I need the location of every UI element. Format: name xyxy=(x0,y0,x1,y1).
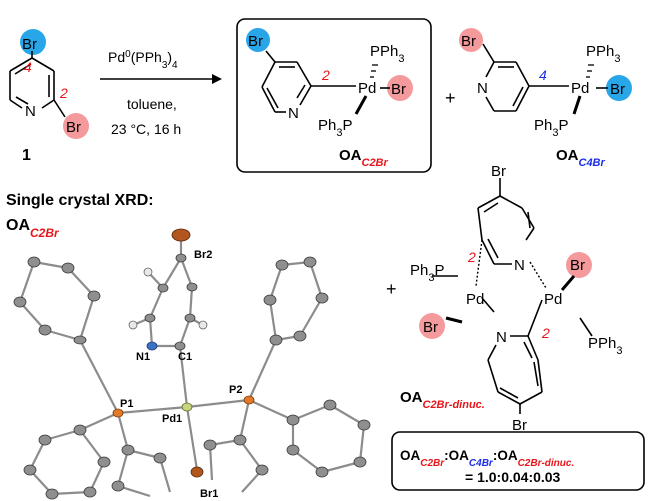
product-c4-n: N xyxy=(477,80,488,97)
product-c4-br-ring-highlight xyxy=(459,28,483,52)
product-c2-pph3-top: PPh3 xyxy=(370,43,404,65)
solvent-label: toluene, xyxy=(127,96,177,112)
carbon-ellipsoids xyxy=(13,253,371,500)
product-c4-label: OAC4Br xyxy=(556,147,606,169)
dinuc-n-bottom: N xyxy=(496,329,507,346)
crystal-structure: Br2 N1 C1 P1 P2 Pd1 Br1 xyxy=(13,228,371,500)
dinuc-pph3: PPh3 xyxy=(588,335,622,357)
product-c4-bonds xyxy=(482,43,608,115)
product-c2-pph3-bottom: Ph3P xyxy=(318,117,353,139)
dinuc-br-pd-highlight-right xyxy=(566,252,592,278)
dinuc-locant-top: 2 xyxy=(467,249,476,265)
xrd-label: OAC2Br xyxy=(6,217,60,240)
product-c2-label: OAC2Br xyxy=(339,147,389,169)
product-c4-pph3-top: PPh3 xyxy=(586,43,620,65)
dinuc-bonds xyxy=(432,178,593,414)
hydrogen-atoms xyxy=(128,267,208,330)
product-c2-pd: Pd xyxy=(358,80,376,97)
plus-sign-2: + xyxy=(386,279,397,299)
dinuc-br-top: Br xyxy=(491,163,506,180)
c1-atom xyxy=(174,341,186,351)
atom-label-p2: P2 xyxy=(229,384,242,396)
xrd-heading: Single crystal XRD: xyxy=(6,192,154,209)
atom-label-br1: Br1 xyxy=(200,488,218,500)
atom-label-pd1: Pd1 xyxy=(162,413,182,425)
product-c4-pd: Pd xyxy=(571,80,589,97)
br1-atom xyxy=(190,466,204,478)
product-c4-br-pd-highlight xyxy=(606,75,632,101)
reaction-arrow-group: Pd0(PPh3)4 toluene, 23 °C, 16 h xyxy=(100,49,222,137)
arrow-head xyxy=(212,74,222,84)
dinuc-pd-right: Pd xyxy=(544,291,562,308)
atom-label-br2: Br2 xyxy=(194,249,212,261)
product-c2-br-pd-highlight xyxy=(387,75,413,101)
product-c4-pph3-bottom: Ph3P xyxy=(534,117,569,139)
crystal-bonds xyxy=(18,238,366,498)
p2-atom xyxy=(243,395,255,405)
ratio-value: = 1.0:0.04:0.03 xyxy=(465,469,561,485)
dinuc-n-top: N xyxy=(514,257,525,274)
dinuclear-structure: Br N 2 Pd Pd Ph3P Br Br N 2 PPh3 Br OAC2… xyxy=(400,163,622,434)
product-c2-n: N xyxy=(288,105,299,122)
product-c4-hash-bond xyxy=(586,64,594,78)
dinuc-br-bottom: Br xyxy=(512,417,527,434)
reactant-structure: Br 4 2 N Br 1 xyxy=(9,29,89,164)
reactant-n: N xyxy=(25,103,36,120)
reactant-locant-2: 2 xyxy=(59,85,68,101)
c2-br-highlight xyxy=(63,113,89,139)
dinuc-locant-bottom: 2 xyxy=(541,325,550,341)
p1-atom xyxy=(112,408,124,418)
n1-atom xyxy=(146,341,158,351)
dinuc-dashed-bonds xyxy=(475,239,547,289)
dinuc-ph3p: Ph3P xyxy=(410,262,445,284)
product-c4-br-ring: Br xyxy=(461,33,476,50)
ratio-box: OAC2Br:OAC4Br:OAC2Br-dinuc. = 1.0:0.04:0… xyxy=(391,431,645,491)
product-c2-br-ring-highlight xyxy=(246,28,270,52)
compound-number: 1 xyxy=(22,147,31,164)
product-c4-br-pd: Br xyxy=(610,81,625,98)
atom-label-n1: N1 xyxy=(136,351,150,363)
product-c2-br-pd: Br xyxy=(391,81,406,98)
dinuc-br-pd-highlight-left xyxy=(419,313,445,339)
product-c4-structure: Br N 4 Pd Br PPh3 Ph3P OAC4Br xyxy=(459,28,632,169)
product-c2-hash-bond xyxy=(370,64,378,78)
atom-label-c1: C1 xyxy=(178,351,192,363)
product-c2-box: Br 2 N Pd Br PPh3 Ph3P OAC2Br xyxy=(236,18,432,173)
plus-sign-1: + xyxy=(445,88,456,108)
temperature-time-label: 23 °C, 16 h xyxy=(111,121,181,137)
dinuc-br-pd-left: Br xyxy=(423,319,438,336)
pd1-atom xyxy=(181,402,193,412)
dinuc-pd-left: Pd xyxy=(466,291,484,308)
reactant-br-top: Br xyxy=(22,36,37,53)
dinuc-label: OAC2Br-dinuc. xyxy=(400,389,485,411)
reactant-locant-4: 4 xyxy=(24,59,32,75)
catalyst-label: Pd0(PPh3)4 xyxy=(108,49,178,71)
c4-br-highlight xyxy=(20,29,46,55)
product-c2-br-ring: Br xyxy=(248,33,263,50)
ratio-species: OAC2Br:OAC4Br:OAC2Br-dinuc. xyxy=(400,448,574,469)
pyridine-ring-bonds xyxy=(9,51,66,118)
reactant-br-side: Br xyxy=(66,119,81,136)
br2-atom xyxy=(171,228,191,242)
product-c4-locant: 4 xyxy=(539,67,547,83)
product-c2-bonds xyxy=(261,50,390,115)
product-c2-locant: 2 xyxy=(321,67,330,83)
atom-label-p1: P1 xyxy=(120,398,133,410)
dinuc-br-pd-right: Br xyxy=(570,257,585,274)
